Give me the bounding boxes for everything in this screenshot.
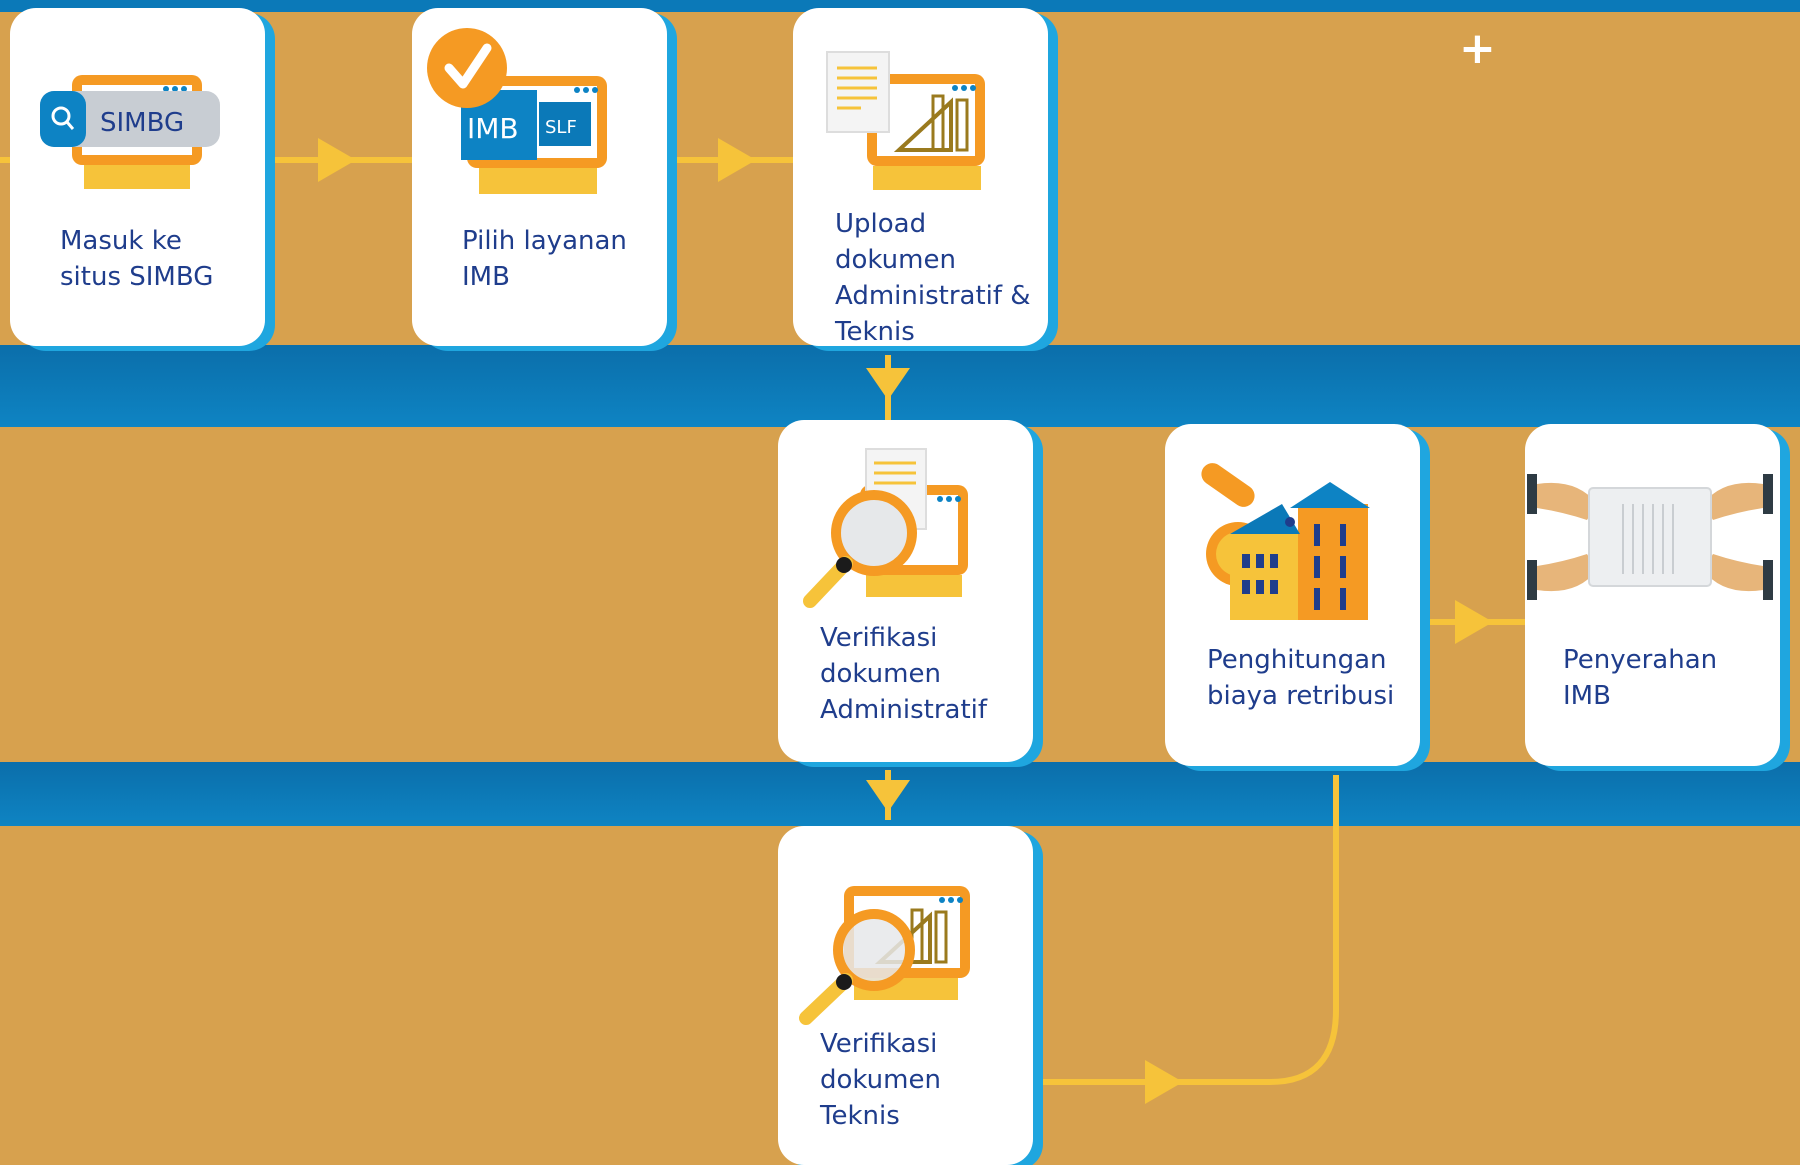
- arrowhead-5-6: [1145, 1060, 1183, 1104]
- step-card-penyerahan-imb: Penyerahan IMB: [1525, 424, 1780, 766]
- svg-text:SIMBG: SIMBG: [100, 108, 184, 138]
- arrowhead-1-2: [318, 138, 356, 182]
- arrowhead-6-7: [1455, 600, 1493, 644]
- step-card-pilih-layanan: IMB SLF Pilih layanan IMB: [412, 8, 667, 346]
- sparkle-icon: +: [1459, 23, 1496, 74]
- connector-5-6: [1042, 775, 1339, 1085]
- svg-text:IMB: IMB: [467, 112, 519, 145]
- step-card-upload-dokumen: Upload dokumen Administratif & Teknis: [793, 8, 1048, 347]
- step-label: Verifikasi dokumen Administratif: [820, 623, 988, 725]
- building-coins-icon: [1201, 463, 1370, 620]
- arrowhead-2-3: [718, 138, 756, 182]
- step-card-penghitungan-retribusi: Penghitungan biaya retribusi: [1165, 424, 1420, 766]
- monitor-document-drafting-icon: [826, 51, 985, 190]
- step-label: Penyerahan IMB: [1563, 645, 1718, 711]
- monitor-search-icon: SIMBG: [40, 75, 220, 189]
- step-card-masuk-simbg: SIMBG Masuk ke situs SIMBG: [10, 8, 265, 346]
- step-card-verifikasi-administratif: Verifikasi dokumen Administratif: [778, 420, 1033, 762]
- arrowhead-3-4: [866, 368, 910, 400]
- document-magnifier-icon: [803, 448, 968, 608]
- row-divider-band-1: [0, 345, 1800, 427]
- svg-text:SLF: SLF: [545, 117, 577, 138]
- step-label: Masuk ke situs SIMBG: [60, 226, 214, 292]
- step-label: Verifikasi dokumen Teknis: [820, 1029, 941, 1131]
- step-label: Penghitungan biaya retribusi: [1207, 645, 1395, 711]
- arrowhead-4-5: [866, 780, 910, 812]
- step-label: Pilih layanan IMB: [462, 226, 627, 292]
- monitor-checkmark-icon: IMB SLF: [427, 28, 607, 194]
- handover-document-icon: [1527, 474, 1773, 600]
- step-card-verifikasi-teknis: Verifikasi dokumen Teknis: [778, 826, 1033, 1165]
- step-label: Upload dokumen Administratif & Teknis: [835, 209, 1031, 347]
- drafting-magnifier-icon: [799, 886, 970, 1025]
